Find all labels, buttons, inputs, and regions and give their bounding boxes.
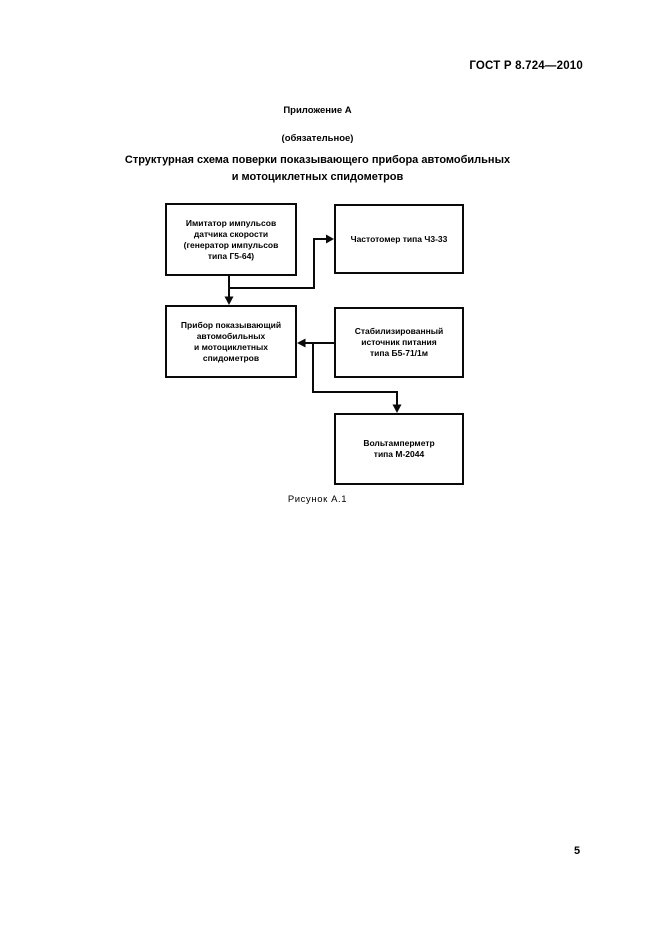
page-number: 5: [574, 845, 581, 857]
connector-pulse-simulator-to-frequency-meter: [228, 234, 334, 289]
block-pulse-simulator: Имитатор импульсов датчика скорости (ген…: [165, 203, 297, 276]
appendix-subtitle: (обязательное): [281, 133, 354, 144]
block-voltammeter: Вольтамперметр типа М-2044: [334, 413, 464, 485]
connector-power-supply-to-speedometer-indicator: [297, 338, 334, 348]
block-power-supply: Стабилизированный источник питания типа …: [334, 307, 464, 378]
connector-power-supply-to-voltammeter: [312, 342, 402, 413]
figure-title: Структурная схема поверки показывающего …: [124, 154, 511, 183]
appendix-heading: Приложение А (обязательное): [0, 90, 635, 160]
block-speedometer-indicator: Прибор показывающий автомобильных и мото…: [165, 305, 297, 378]
standard-reference: ГОСТ Р 8.724—2010: [469, 60, 583, 72]
connector-pulse-simulator-to-speedometer-indicator: [224, 276, 234, 305]
figure-caption: Рисунок А.1: [287, 494, 348, 505]
block-frequency-meter: Частотомер типа Ч3-33: [334, 204, 464, 274]
appendix-title: Приложение А: [283, 105, 352, 116]
